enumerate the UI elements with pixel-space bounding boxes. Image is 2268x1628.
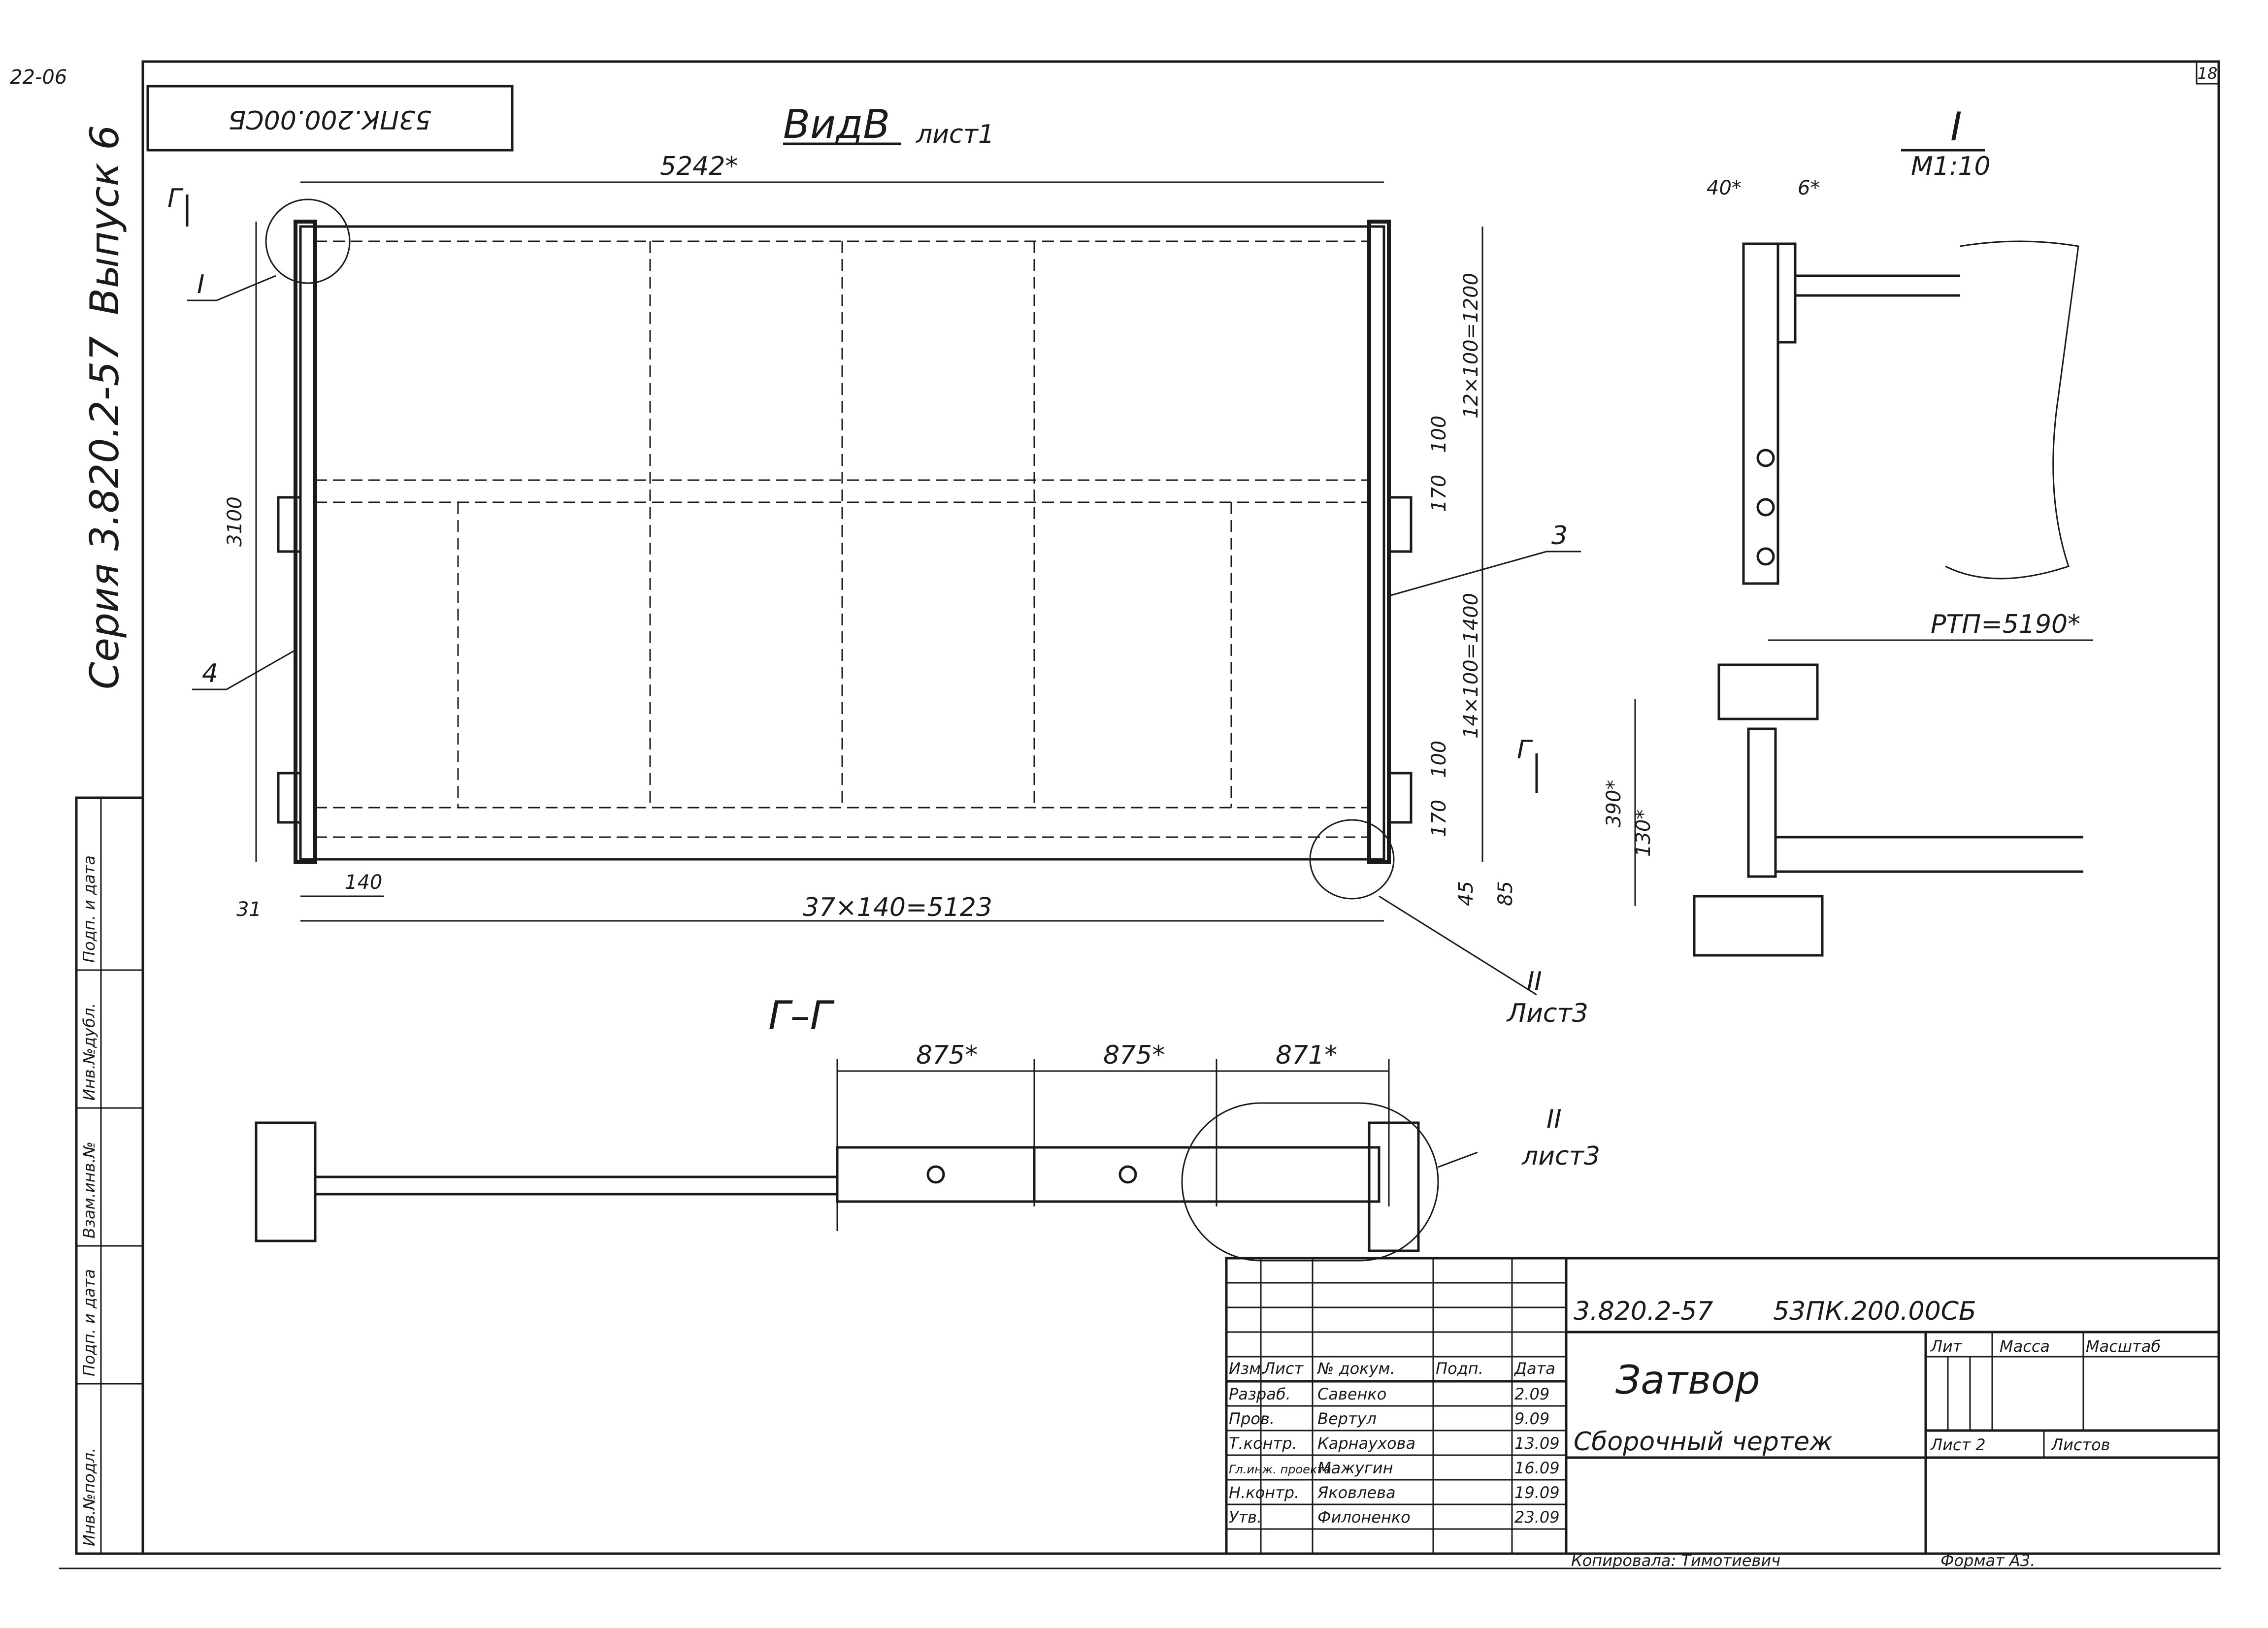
dim-45: 45 [1455, 881, 1478, 906]
dim-875a: 875* [916, 1041, 978, 1070]
tb-series: 3.820.2-57 [1574, 1297, 1713, 1326]
role-1: Пров. [1229, 1409, 1275, 1428]
date-3: 16.09 [1514, 1459, 1560, 1477]
dim-mid-right: 14×100=1400 [1460, 593, 1482, 739]
role-0: Разраб. [1229, 1385, 1291, 1403]
dim-width: 5242* [660, 152, 738, 181]
section-gg: Г–Г 875* 875* 871* II лист3 [255, 993, 1600, 1262]
dim-40: 40* [1707, 177, 1742, 199]
detail-i-scale: М1:10 [1911, 152, 1991, 181]
corner-mark: 22-06 [10, 66, 67, 89]
section-callout-sheet: лист3 [1521, 1141, 1600, 1171]
col-doc: № докум. [1316, 1359, 1395, 1378]
detail-i-title: I [1950, 104, 1962, 150]
strip-label-0: Инв.№подл. [80, 1448, 99, 1546]
view-b: ВидВ лист1 5242* 37×140=5123 [167, 101, 1588, 1028]
name-5: Филоненко [1317, 1508, 1411, 1527]
view-b-title: ВидВ [783, 101, 890, 147]
strip-label-4: Подп. и дата [80, 855, 99, 963]
dim-130: 130* [1632, 810, 1655, 857]
dim-bottom: 37×140=5123 [803, 893, 992, 922]
mass-label: Масса [2000, 1337, 2050, 1356]
callout-3: 3 [1551, 521, 1568, 551]
role-5: Утв. [1229, 1508, 1262, 1527]
inner-frame [141, 60, 2220, 1555]
section-mark-bottom: Г [1517, 735, 1533, 765]
dim-100a: 100 [1428, 416, 1450, 453]
dim-170: 170 [1428, 475, 1450, 512]
corner-sheet-number: 18 [2198, 64, 2218, 83]
side-strip: Инв.№подл. Подп. и дата Взам.инв.№ Инв.№… [75, 796, 144, 1555]
name-2: Карнаухова [1317, 1434, 1415, 1453]
detail-i: I М1:10 40* 6* [1707, 104, 2079, 585]
callout-ii: II [1527, 967, 1542, 996]
dim-6: 6* [1798, 177, 1820, 199]
corner-box [2196, 61, 2220, 85]
series-vertical: Серия 3.820.2-57 [82, 336, 128, 689]
date-0: 2.09 [1514, 1385, 1549, 1403]
name-1: Вертул [1317, 1409, 1377, 1428]
dim-85: 85 [1494, 881, 1517, 906]
detail-ii-circle [1309, 819, 1395, 900]
role-3: Гл.инж. проекта [1229, 1463, 1331, 1476]
strip-label-3: Инв.№дубл. [80, 1003, 99, 1101]
col-list: Лист [1263, 1359, 1304, 1378]
dim-top-right: 12×100=1200 [1460, 273, 1482, 419]
dim-871: 871* [1276, 1041, 1337, 1070]
detail-rtp: РТП=5190* 390* 130* [1603, 610, 2093, 957]
name-0: Савенко [1317, 1385, 1386, 1403]
lit-label: Лит [1930, 1337, 1963, 1356]
section-mark-top: Г [167, 184, 184, 213]
right-post [1367, 220, 1391, 864]
name-4: Яковлева [1317, 1483, 1396, 1502]
scale-label: Масштаб [2086, 1337, 2161, 1356]
strip-label-2: Взам.инв.№ [80, 1141, 99, 1238]
format-label: Формат А3. [1940, 1551, 2035, 1570]
role-2: Т.контр. [1229, 1434, 1297, 1453]
detail-ii-outline [1181, 1102, 1439, 1262]
col-date: Дата [1513, 1359, 1555, 1378]
date-1: 9.09 [1514, 1409, 1549, 1428]
col-izm: Изм. [1229, 1359, 1266, 1378]
sheet-label: Лист 2 [1930, 1435, 1986, 1454]
stamp-code: 53ПК.200.00СБ [229, 104, 432, 134]
callout-i: I [197, 270, 204, 299]
date-4: 19.09 [1514, 1483, 1560, 1502]
left-post [294, 220, 317, 864]
section-gg-title: Г–Г [768, 993, 835, 1039]
strip-label-1: Подп. и дата [80, 1269, 99, 1376]
title-block: Изм. Лист № докум. Подп. Дата Разраб. Са… [1225, 1257, 2220, 1570]
view-b-subtitle: лист1 [916, 120, 994, 149]
dim-31: 31 [236, 898, 262, 921]
dim-390: 390* [1603, 780, 1625, 827]
stamp-box [146, 85, 514, 152]
issue-vertical: Выпуск 6 [82, 125, 128, 315]
dim-140: 140 [345, 871, 382, 894]
date-2: 13.09 [1514, 1434, 1560, 1453]
dim-100b: 100 [1428, 741, 1450, 778]
tb-doc-code: 53ПК.200.00СБ [1773, 1297, 1976, 1326]
sheets-label: Листов [2051, 1435, 2110, 1454]
section-callout-ii: II [1546, 1105, 1562, 1134]
callout-ii-sheet: Лист3 [1506, 999, 1588, 1028]
name-3: Мажугин [1317, 1459, 1393, 1477]
date-5: 23.09 [1514, 1508, 1560, 1527]
detail-i-circle [265, 198, 351, 284]
dim-170b: 170 [1428, 800, 1450, 837]
copied-by: Копировала: Тимотиевич [1571, 1551, 1780, 1570]
tb-doc-type: Сборочный чертеж [1574, 1427, 1833, 1457]
callout-4: 4 [202, 659, 218, 688]
role-4: Н.контр. [1229, 1483, 1299, 1502]
dim-875b: 875* [1103, 1041, 1165, 1070]
tb-name: Затвор [1615, 1357, 1760, 1403]
dim-3100: 3100 [224, 496, 246, 547]
col-sign: Подп. [1436, 1359, 1483, 1378]
rtp-label: РТП=5190* [1931, 610, 2080, 639]
